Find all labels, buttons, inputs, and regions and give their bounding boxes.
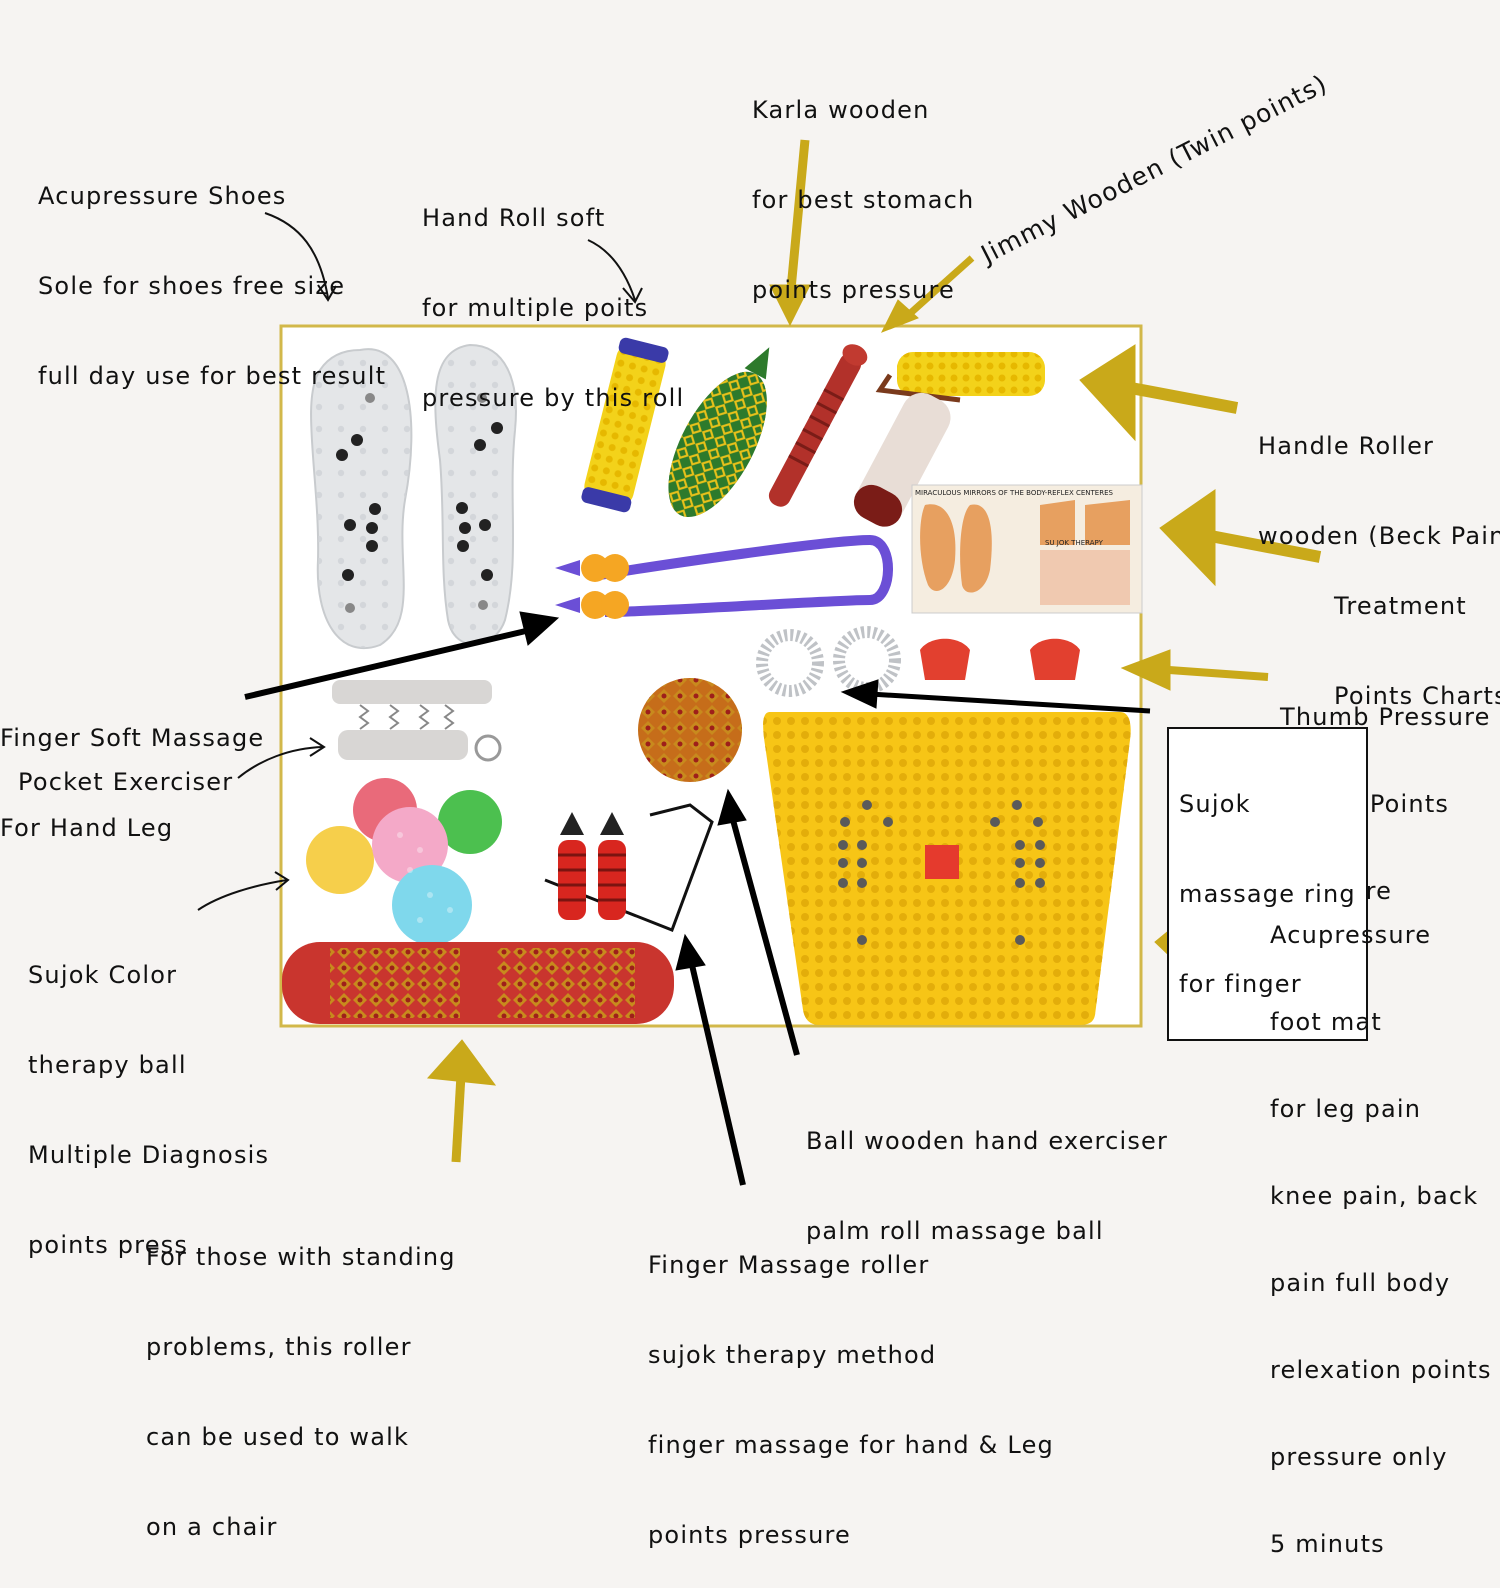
label-sujok-ring: Sujok massage ring for finger — [1167, 727, 1368, 1041]
chart-poster-icon: MIRACULOUS MIRRORS OF THE BODY-REFLEX CE… — [911, 484, 1143, 614]
handle-roller-icon — [853, 352, 1045, 527]
label-ball-wooden-line: Ball wooden hand exerciser — [806, 1127, 1169, 1155]
label-hand-roll: Hand Roll soft for multiple poits pressu… — [422, 143, 684, 443]
label-foot-mat-line: relexation points — [1270, 1356, 1492, 1384]
label-thumb-line: Thumb Pressure — [1280, 703, 1491, 731]
label-karla-line: Karla wooden — [752, 96, 930, 124]
label-standing-line: problems, this roller — [146, 1333, 412, 1361]
label-shoes-line: Sole for shoes free size — [38, 272, 346, 300]
spiky-ball-icon — [638, 678, 742, 782]
label-hand-roll-line: Hand Roll soft — [422, 204, 606, 232]
label-finger-roller-line: Finger Massage roller — [648, 1251, 930, 1279]
label-sujok-ball-line: Multiple Diagnosis — [28, 1141, 270, 1169]
label-finger-soft: Finger Soft Massage For Hand Leg — [0, 663, 264, 873]
label-charts-line: Treatment — [1334, 592, 1467, 620]
product-illustration: MIRACULOUS MIRRORS OF THE BODY-REFLEX CE… — [197, 139, 1322, 1186]
finger-roller-icon — [544, 803, 714, 932]
label-handle-roller-line: Handle Roller — [1258, 432, 1435, 460]
label-foot-mat-line: knee pain, back — [1270, 1182, 1479, 1210]
label-standing: For those with standing problems, this r… — [146, 1182, 456, 1572]
chart-poster-title: MIRACULOUS MIRRORS OF THE BODY-REFLEX CE… — [915, 489, 1113, 497]
label-sujok-ring-line: massage ring — [1179, 880, 1356, 908]
label-standing-line: For those with standing — [146, 1243, 456, 1271]
label-sujok-ball-line: Sujok Color — [28, 961, 178, 989]
insole-icon — [310, 343, 517, 650]
label-finger-roller: Finger Massage roller sujok therapy meth… — [648, 1190, 1054, 1580]
label-sujok-ball-line: points press — [28, 1231, 189, 1259]
label-standing-line: on a chair — [146, 1513, 278, 1541]
label-finger-soft-line: For Hand Leg — [0, 814, 174, 842]
label-karla-line: for best stomach — [752, 186, 975, 214]
black-arrows — [244, 611, 1151, 1186]
label-charts: Treatment Points Charts — [1334, 531, 1500, 741]
label-handle-roller: Handle Roller wooden (Beck Pain) — [1258, 371, 1500, 581]
label-shoes-line: full day use for best result — [38, 362, 387, 390]
label-foot-mat-line: Acupressure — [1270, 921, 1432, 949]
label-shoes-line: Acupressure Shoes — [38, 182, 287, 210]
chart-poster-subtitle: SU JOK THERAPY — [1045, 539, 1104, 547]
label-foot-mat-line: pain full body — [1270, 1269, 1451, 1297]
label-sujok-ring-line: for finger — [1179, 970, 1302, 998]
label-foot-mat-line: pressure only — [1270, 1443, 1448, 1471]
pocket-exerciser-icon — [332, 680, 502, 762]
label-charts-line: Points Charts — [1334, 682, 1500, 710]
karla-roller-icon — [668, 347, 770, 518]
jimmy-roller-icon — [768, 344, 868, 507]
label-finger-roller-line: finger massage for hand & Leg — [648, 1431, 1054, 1459]
label-foot-mat-line: 5 minuts — [1270, 1530, 1385, 1558]
color-balls-icon — [306, 778, 502, 945]
label-karla: Karla wooden for best stomach points pre… — [752, 35, 974, 335]
gold-arrows — [426, 139, 1322, 1163]
label-foot-mat-line: foot mat — [1270, 1008, 1382, 1036]
label-finger-roller-line: sujok therapy method — [648, 1341, 937, 1369]
label-hand-roll-line: for multiple poits — [422, 294, 649, 322]
label-sujok-ring-line: Sujok — [1179, 790, 1251, 818]
label-sujok-ball-line: therapy ball — [28, 1051, 187, 1079]
curved-arrows — [197, 212, 643, 911]
label-hand-roll-line: pressure by this roll — [422, 384, 685, 412]
label-standing-line: can be used to walk — [146, 1423, 410, 1451]
label-finger-roller-line: points pressure — [648, 1521, 852, 1549]
label-pocket: Pocket Exerciser — [18, 768, 234, 796]
label-sujok-ball: Sujok Color therapy ball Multiple Diagno… — [28, 900, 269, 1290]
label-finger-soft-line: Finger Soft Massage — [0, 724, 265, 752]
foot-mat-icon — [763, 712, 1131, 1025]
hand-roller-icon — [581, 337, 669, 513]
thumb-pressure-icon — [920, 638, 1080, 680]
label-shoes: Acupressure Shoes Sole for shoes free si… — [38, 121, 386, 421]
label-handle-roller-line: wooden (Beck Pain) — [1258, 522, 1500, 550]
label-karla-line: points pressure — [752, 276, 956, 304]
label-foot-mat: Acupressure foot mat for leg pain knee p… — [1270, 863, 1492, 1588]
foot-roller-icon — [282, 942, 674, 1024]
label-ball-wooden-line: palm roll massage ball — [806, 1217, 1104, 1245]
label-foot-mat-line: for leg pain — [1270, 1095, 1422, 1123]
label-ball-wooden: Ball wooden hand exerciser palm roll mas… — [806, 1066, 1168, 1276]
finger-massager-icon — [555, 534, 893, 619]
